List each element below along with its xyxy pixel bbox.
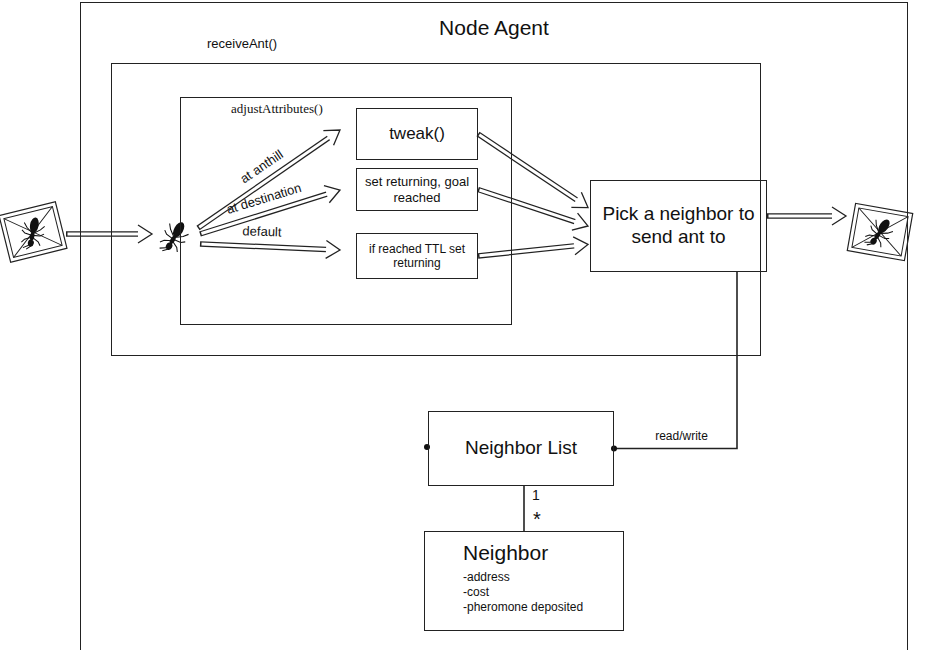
ant [155,217,193,259]
ant-envelope [0,202,67,263]
box-heading: if reached TTL set returning [362,242,472,271]
drawing-part [4,207,62,258]
drawing-part [847,203,912,260]
class-box: Neighbor -address-cost-pheromone deposite… [424,531,624,631]
process-box: tweak() [356,108,478,160]
drawing-part [852,208,908,256]
attribute-text: -cost [463,585,489,600]
connector [478,134,576,200]
arrow-head [326,240,340,258]
drawing-part [0,202,67,263]
connector [478,190,575,222]
multiplicity: 1 [532,488,540,503]
hollow-arrow [200,186,340,234]
box-heading: adjustAttributes() [231,101,323,117]
hollow-arrow [478,190,588,231]
arrow-shaft [66,231,138,237]
box-heading: Node Agent [81,16,907,40]
arrow-head [323,130,340,145]
edge-label: read/write [653,429,710,442]
container-box: Node AgentreceiveAnt() adjustAttributes()… [80,2,908,650]
port-dot [611,446,617,452]
connector-group [478,237,588,256]
arrow-inner [479,246,575,256]
process-box: Neighbor List [428,411,614,486]
connector-group [478,190,588,231]
drawing-part [852,208,908,256]
connector [523,486,525,531]
arrow-inner [479,135,577,201]
arrow-inner [479,190,575,222]
arrow-inner [68,233,140,236]
arrow-inner [769,215,834,218]
branch-label: at destination [225,181,303,217]
process-box: set returning, goal reached [356,168,478,211]
arrow-head [832,207,846,225]
connector-group [524,486,525,531]
ant-envelope [847,203,912,260]
arrow-head [138,225,152,243]
process-box: if reached TTL set returning [356,233,478,279]
arrow-shaft [200,194,327,234]
box-heading: Neighbor List [465,437,577,460]
container-box: receiveAnt()adjustAttributes()tweak()set… [111,63,761,356]
box-heading: tweak() [389,124,445,144]
drawing-part [19,215,47,251]
hollow-arrow [767,207,846,225]
process-box: Pick a neighbor to send ant to [590,180,767,272]
multiplicity: * [533,508,541,530]
port-dot [424,444,430,450]
attribute-text: -address [463,570,510,585]
arrow-shaft [767,213,832,219]
arrow-head [573,237,588,255]
arrow-head [324,186,340,203]
arrow-inner [201,244,327,249]
connector-group [611,272,737,452]
arrow-inner [201,194,327,234]
flow-arrows [66,130,846,258]
box-heading: Neighbor [463,540,548,566]
drawing-part [4,207,62,258]
arrow-shaft [200,244,326,249]
arrow-head [572,213,588,230]
hollow-arrow [66,225,152,243]
hollow-arrow [200,240,340,258]
connector [614,272,737,449]
connector [478,246,574,256]
drawing-part [860,214,897,254]
box-heading: Pick a neighbor to send ant to [596,203,761,249]
container-box: adjustAttributes() tweak() set returning, … [180,97,512,325]
branch-label: default [242,224,282,240]
hollow-arrow [478,237,588,256]
box-heading: set returning, goal reached [362,174,472,205]
arrow-head [571,192,588,207]
attribute-text: -pheromone deposited [463,600,583,615]
branch-label: at anthill [238,148,286,187]
box-heading: receiveAnt() [207,36,277,52]
